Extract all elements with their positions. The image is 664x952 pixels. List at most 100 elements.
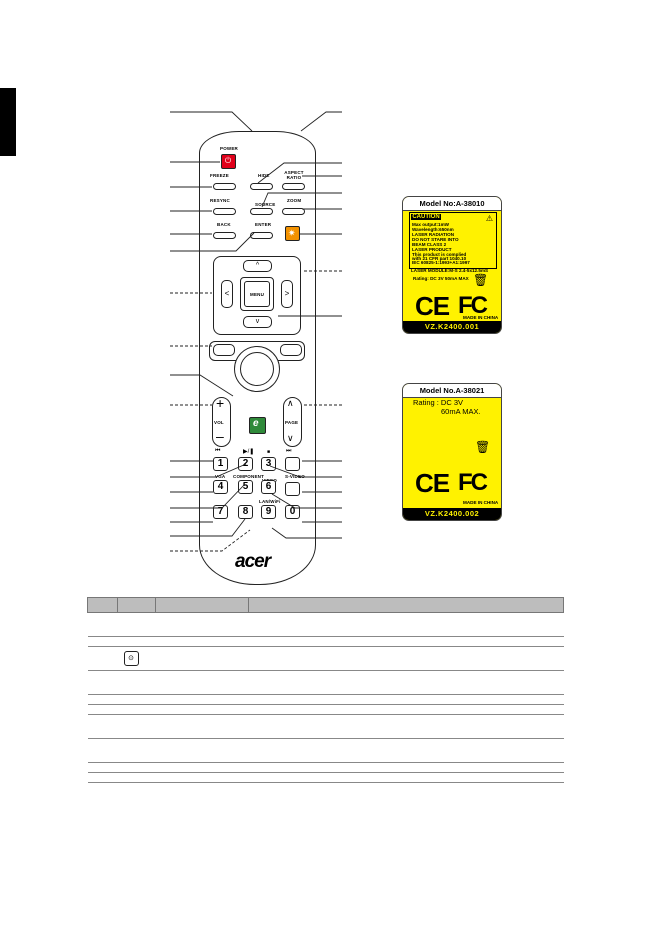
laser-button[interactable] [285, 226, 300, 241]
key-0[interactable]: 0 [285, 505, 300, 519]
label2-model: Model No.A-38021 [403, 384, 501, 398]
page-rocker[interactable] [283, 397, 302, 447]
table-cell [155, 762, 249, 773]
key-5[interactable]: 5 [238, 480, 253, 494]
table-cell [155, 694, 249, 705]
weee-bin-icon-2: 🗑 [475, 440, 491, 454]
caution-line-7: with 21 CFR part 1040.10 [412, 256, 467, 261]
page-up-icon: ∧ [287, 398, 294, 408]
label2-code: VZ.K2400.002 [403, 508, 501, 520]
s-video-key[interactable] [285, 482, 300, 496]
table-cell [87, 646, 118, 671]
caution-line-3: DO NOT STARE INTO [412, 237, 459, 242]
laser-icon: ✷ [288, 228, 296, 238]
label1-made-in: MADE IN CHINA [463, 315, 499, 320]
caution-title: CAUTION [411, 214, 441, 220]
aspect-ratio-button[interactable] [282, 183, 305, 190]
table-cell [87, 714, 118, 739]
right-click-button[interactable] [280, 344, 302, 356]
table-cell [155, 704, 249, 715]
hide-label: HIDE [258, 173, 270, 178]
key-7[interactable]: 7 [213, 505, 228, 519]
table-cell [87, 762, 118, 773]
table-cell [248, 704, 564, 715]
caution-line-2: LASER RADIATION [412, 232, 455, 237]
key-3[interactable]: 3 [261, 457, 276, 471]
table-cell [87, 704, 118, 715]
remote-control: POWER ⏻ FREEZE HIDE ASPECT RATIO RESYNC … [199, 131, 316, 585]
label2-rating: Rating : DC 3V [413, 398, 464, 407]
table-cell [248, 772, 564, 783]
fcc-mark-2: FC [458, 469, 488, 496]
table-cell [117, 612, 156, 637]
model-label: Model No.A-38021 Rating : DC 3V 60mA MAX… [402, 383, 502, 521]
table-row [87, 772, 564, 783]
table-row [87, 670, 564, 695]
left-button[interactable]: < [221, 280, 233, 308]
resync-button[interactable] [213, 208, 236, 215]
ce-mark: CE [415, 291, 450, 321]
volume-rocker[interactable] [212, 397, 231, 447]
brand-logo: acer [235, 551, 271, 572]
power-icon: ⏻ [224, 156, 232, 165]
zoom-button[interactable] [282, 208, 305, 215]
key-8[interactable]: 8 [238, 505, 253, 519]
table-cell [117, 694, 156, 705]
key-function-table: ⊙ [87, 597, 564, 783]
table-row [87, 704, 564, 715]
prev-icon: ⏮ [215, 448, 221, 454]
key-6[interactable]: 6 [261, 480, 276, 494]
table-cell [117, 704, 156, 715]
table-row [87, 738, 564, 763]
language-tab [0, 88, 16, 156]
stop-icon: ■ [267, 449, 271, 455]
table-cell [87, 670, 118, 695]
table-header-row [87, 597, 564, 613]
left-click-button[interactable] [213, 344, 235, 356]
table-row [87, 694, 564, 705]
caution-line-5: LASER PRODUCT [412, 247, 452, 252]
table-row: ⊙ [87, 646, 564, 671]
lan-wifi-label: LAN/WiFi [259, 499, 281, 504]
source-button[interactable] [250, 208, 273, 215]
resync-label: RESYNC [210, 198, 230, 203]
down-button[interactable]: v [243, 316, 272, 328]
key-1[interactable]: 1 [213, 457, 228, 471]
menu-label: MENU [250, 292, 265, 297]
table-cell [155, 714, 249, 739]
trackball[interactable] [240, 352, 274, 386]
enter-button[interactable] [250, 232, 273, 239]
freeze-button[interactable] [213, 183, 236, 190]
power-label: POWER [220, 146, 239, 151]
enter-label: ENTER [255, 222, 272, 227]
table-cell [117, 714, 156, 739]
header-cell-icon [117, 597, 156, 613]
caution-line-1: Wavelength:650nm [412, 227, 454, 232]
hide-button[interactable] [250, 183, 273, 190]
ce-mark-2: CE [415, 468, 450, 498]
table-cell [248, 714, 564, 739]
weee-bin-icon: 🗑 [473, 273, 489, 287]
table-cell [155, 670, 249, 695]
back-button[interactable] [213, 232, 236, 239]
laser-model-label: Model No:A-38010 CAUTION ⚠ Max output:1m… [402, 196, 502, 334]
right-button[interactable]: > [281, 280, 293, 308]
table-row [87, 762, 564, 773]
key-9[interactable]: 9 [261, 505, 276, 519]
header-cell-description [248, 597, 564, 613]
key-2[interactable]: 2 [238, 457, 253, 471]
empowering-key-icon: ⊙ [123, 651, 139, 666]
label1-code: VZ.K2400.001 [403, 321, 501, 333]
empowering-key[interactable] [249, 417, 266, 434]
table-cell [248, 670, 564, 695]
table-cell [248, 646, 564, 671]
next-icon: ⏭ [286, 448, 292, 454]
blank-key-right[interactable] [285, 457, 300, 471]
power-button[interactable] [221, 154, 236, 169]
key-4[interactable]: 4 [213, 480, 228, 494]
up-button[interactable]: ^ [243, 260, 272, 272]
table-cell [117, 670, 156, 695]
table-cell [248, 636, 564, 647]
table-row [87, 636, 564, 647]
